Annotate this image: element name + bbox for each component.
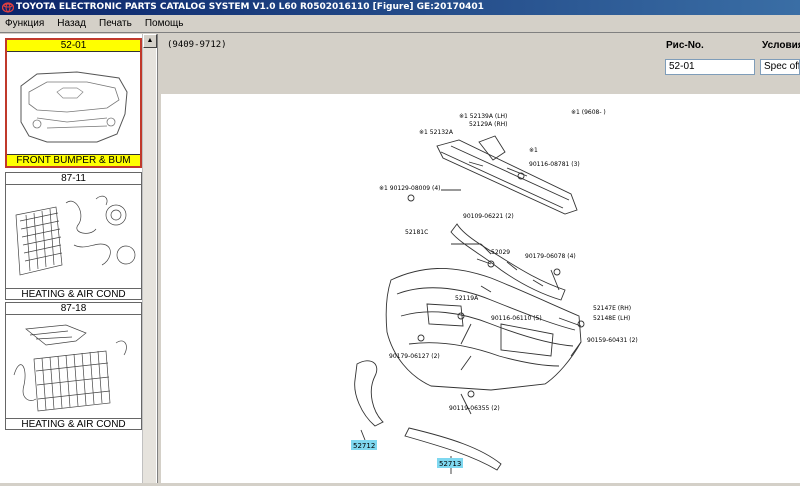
part-label[interactable]: 90109-06221 (2)	[463, 213, 514, 220]
figure-panel: (9409-9712) Рис-No. 52-01 Условия Spec o…	[159, 34, 800, 483]
thumbnail-87-18[interactable]: 87-18 HEATING & AIR COND	[5, 302, 142, 430]
parts-diagram: ※1 (9608- ) ※1 52139A (LH) 52129A (RH) ※…	[161, 94, 800, 483]
thumbnail-number: 87-18	[6, 303, 141, 315]
part-label[interactable]: 90159-60431 (2)	[587, 337, 638, 344]
part-label[interactable]: 90116-08781 (3)	[529, 161, 580, 168]
part-label[interactable]: 52147E (RH)	[593, 305, 631, 312]
part-label[interactable]: 52148E (LH)	[593, 315, 630, 322]
part-highlight	[351, 440, 377, 450]
figure-number-field[interactable]: 52-01	[665, 59, 755, 75]
menu-back[interactable]: Назад	[57, 18, 86, 29]
heater-thumbnail-image	[6, 185, 141, 288]
menu-function[interactable]: Функция	[5, 18, 45, 29]
figure-thumbnail-panel: 52-01 FRONT BUMPER & BUM 87-11	[0, 34, 158, 483]
radiator-thumbnail-image	[6, 315, 141, 418]
part-label: ※1	[529, 147, 538, 154]
part-label[interactable]: 52119A	[455, 295, 479, 302]
part-label[interactable]: 90116-06110 (5)	[491, 315, 542, 322]
conditions-field[interactable]: Spec off	[760, 59, 800, 75]
conditions-label: Условия	[762, 40, 800, 51]
diagram-note: ※1 (9608- )	[571, 109, 606, 116]
thumbnail-number: 52-01	[7, 40, 140, 52]
scroll-up-arrow-icon[interactable]: ▲	[143, 34, 157, 48]
menu-print[interactable]: Печать	[99, 18, 132, 29]
thumbnail-label: HEATING & AIR COND	[6, 288, 141, 300]
thumbnail-87-11[interactable]: 87-11 HEATING & AIR COND	[5, 172, 142, 300]
part-label-highlighted[interactable]: 52713	[439, 460, 461, 468]
thumbnail-label: HEATING & AIR COND	[6, 418, 141, 430]
part-label[interactable]: ※1 52132A	[419, 129, 454, 136]
part-label[interactable]: 90179-06078 (4)	[525, 253, 576, 260]
bumper-thumbnail-image	[7, 52, 140, 154]
menu-help[interactable]: Помощь	[144, 18, 184, 29]
toyota-logo-icon	[2, 2, 14, 13]
thumbnail-number: 87-11	[6, 173, 141, 185]
model-code-range: (9409-9712)	[167, 40, 227, 50]
window-titlebar: TOYOTA ELECTRONIC PARTS CATALOG SYSTEM V…	[0, 0, 800, 15]
part-highlight	[437, 458, 463, 468]
thumbnail-label: FRONT BUMPER & BUM	[7, 154, 140, 166]
menu-bar: Функция Назад Печать Помощь	[0, 15, 800, 33]
part-label-highlighted[interactable]: 52712	[353, 442, 375, 450]
thumbnail-52-01[interactable]: 52-01 FRONT BUMPER & BUM	[5, 38, 142, 168]
part-label[interactable]: 52129A (RH)	[469, 121, 507, 128]
part-label[interactable]: 52181C	[405, 229, 428, 236]
thumbnail-scrollbar[interactable]: ▲	[142, 34, 157, 483]
part-label[interactable]: ※1 52139A (LH)	[459, 113, 507, 120]
part-label[interactable]: 90179-06127 (2)	[389, 353, 440, 360]
figure-number-label: Рис-No.	[666, 40, 704, 51]
part-label[interactable]: 90119-06355 (2)	[449, 405, 500, 412]
part-label[interactable]: 52029	[491, 249, 510, 256]
part-label[interactable]: ※1 90129-08009 (4)	[379, 185, 441, 192]
window-title: TOYOTA ELECTRONIC PARTS CATALOG SYSTEM V…	[16, 2, 484, 12]
